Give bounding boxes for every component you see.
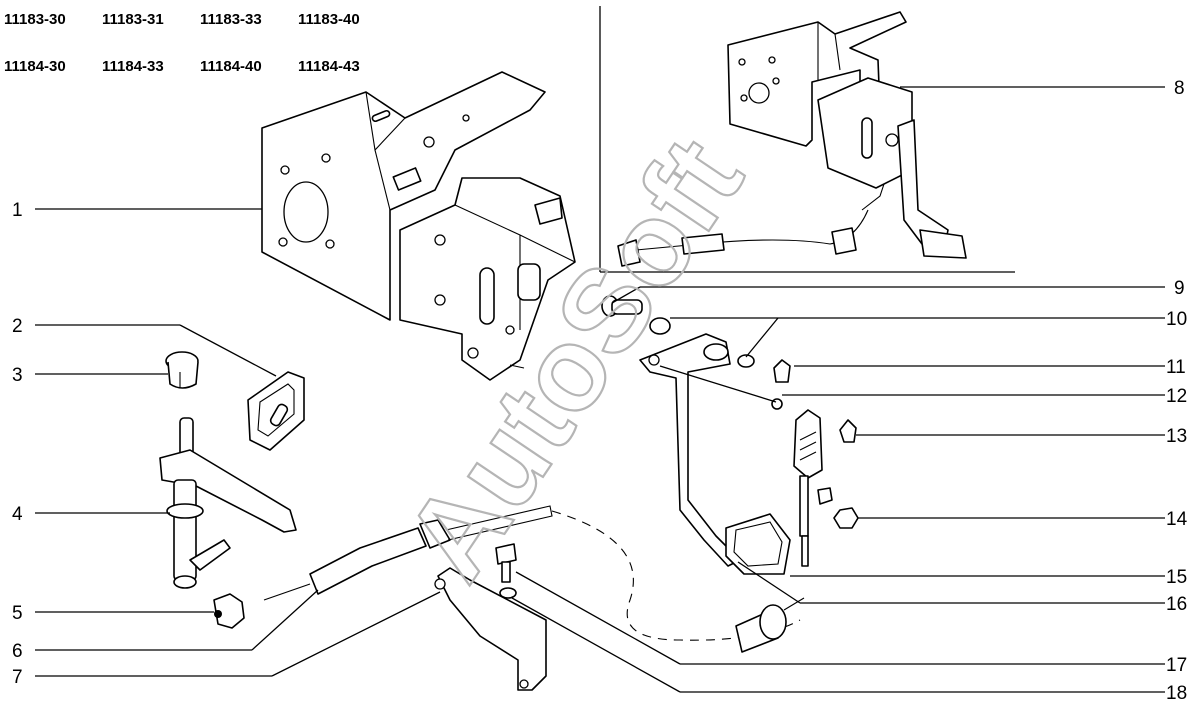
model-code: 11183-40 <box>298 11 360 28</box>
callout-6: 6 <box>12 641 23 662</box>
callout-17: 17 <box>1166 655 1187 676</box>
callout-13: 13 <box>1166 426 1187 447</box>
callout-8: 8 <box>1174 78 1185 99</box>
part-15-pedal-pad <box>725 513 791 575</box>
assembled-view-inset <box>599 6 1015 273</box>
model-code: 11183-30 <box>4 11 66 28</box>
callout-3: 3 <box>12 365 23 386</box>
part-16-clutch-pedal <box>639 333 741 567</box>
part-pushrod <box>793 409 833 567</box>
model-codes: 11183-30 11183-31 11183-33 11183-40 1118… <box>4 11 360 75</box>
part-7-cable-bracket <box>434 567 547 691</box>
callout-4: 4 <box>12 504 23 525</box>
model-code: 11183-33 <box>200 11 262 28</box>
part-2-pedal-pad <box>247 371 305 451</box>
callout-10: 10 <box>1166 309 1187 330</box>
part-6-clutch-cable <box>263 505 805 653</box>
callout-7: 7 <box>12 667 23 688</box>
model-code: 11184-30 <box>4 58 66 75</box>
model-code: 11184-43 <box>298 58 360 75</box>
callout-14: 14 <box>1166 509 1188 530</box>
leader-lines <box>35 86 1165 693</box>
callout-18: 18 <box>1166 683 1187 704</box>
part-3-plug <box>165 351 199 389</box>
part-18-washer <box>499 587 517 599</box>
model-code: 11183-31 <box>102 11 164 28</box>
part-1-pedal-bracket <box>261 71 576 381</box>
model-code: 11184-40 <box>200 58 262 75</box>
callout-11: 11 <box>1166 357 1186 378</box>
part-13-clip <box>839 419 857 443</box>
callout-5: 5 <box>12 603 23 624</box>
callout-12: 12 <box>1166 386 1187 407</box>
callout-16: 16 <box>1166 594 1187 615</box>
part-4-shaft-lever <box>159 417 297 589</box>
part-5-clip <box>213 593 245 629</box>
callout-2: 2 <box>12 316 23 337</box>
part-12-nut <box>771 398 783 410</box>
part-14-nut <box>833 507 859 529</box>
part-11-clip <box>773 359 791 383</box>
model-code: 11184-33 <box>102 58 164 75</box>
callout-15: 15 <box>1166 567 1187 588</box>
callout-1: 1 <box>12 200 23 221</box>
part-17-bolt <box>495 543 517 583</box>
part-9-pin <box>601 295 643 317</box>
callout-9: 9 <box>1174 278 1185 299</box>
callout-numbers: 1 2 3 4 5 6 7 8 9 10 11 12 13 14 15 16 1… <box>12 78 1188 704</box>
part-10-bushing <box>649 317 755 368</box>
